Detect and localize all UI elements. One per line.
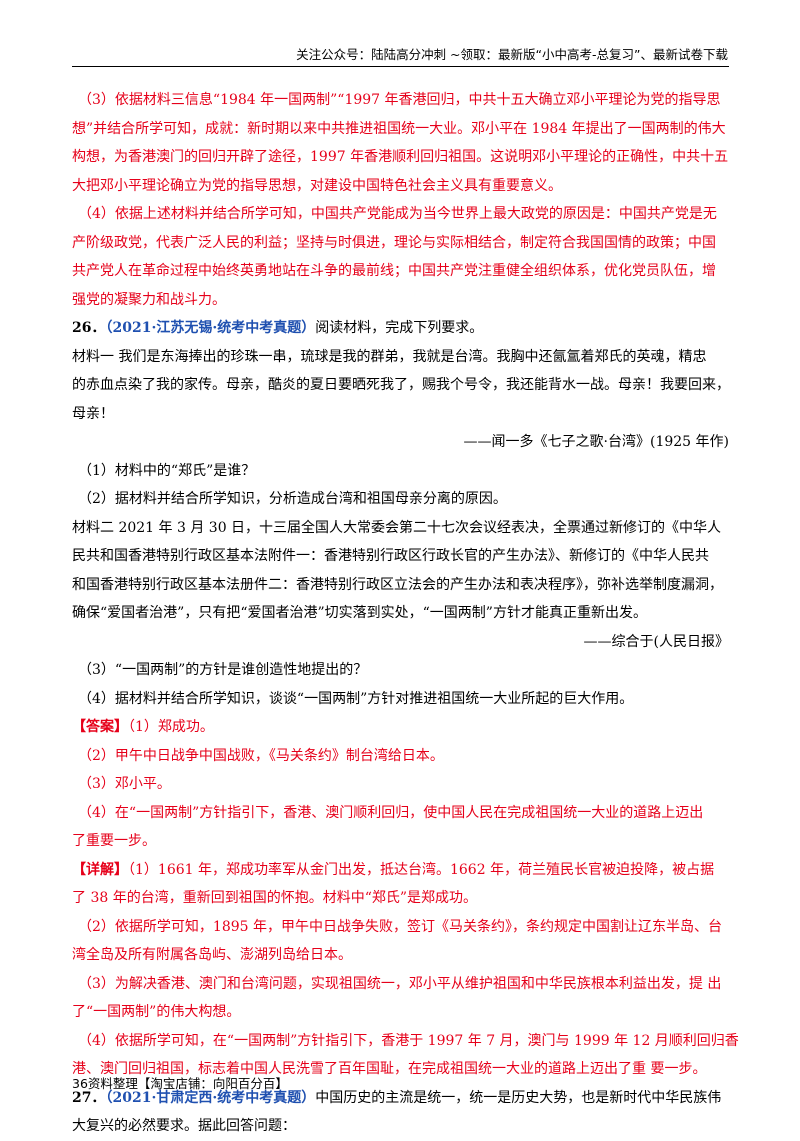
material-source: ——闻一多《七子之歌·台湾》(1925 年作) <box>463 434 729 450</box>
page-header: 关注公众号：陆陆高分冲刺 ~领取：最新版“小中高考-总复习”、最新试卷下载 <box>296 47 728 62</box>
answer-line: （2）甲午中日战争中国战败，《马关条约》制台湾给日本。 <box>78 747 444 764</box>
detail-line: （4）依据所学可知，在“一国两制”方针指引下，香港于 1997 年 7 月，澳门… <box>78 1032 739 1049</box>
answer-line: （4）在“一国两制”方针指引下，香港、澳门顺利回归，使中国人民在完成祖国统一大业… <box>78 804 704 821</box>
material-line: 确保“爱国者治港”，只有把“爱国者治港”切实落到实处，“一国两制”方针才能真正重… <box>72 605 647 621</box>
answer-line: （3）依据材料三信息“1984 年一国两制”“1997 年香港回归，中共十五大确… <box>78 92 721 108</box>
answer-line: 强党的凝聚力和战斗力。 <box>72 291 226 308</box>
detail-block: 【详解】（1）1661 年，郑成功率军从金门出发，抵达台湾。1662 年，荷兰殖… <box>72 856 729 885</box>
question-instruction: 阅读材料，完成下列要求。 <box>315 320 484 336</box>
question-27-heading: 27．（2021·甘肃定西·统考中考真题）中国历史的主流是统一，统一是历史大势，… <box>72 1084 729 1113</box>
answer-line: （3）邓小平。 <box>78 776 171 792</box>
material-line: 民共和国香港特别行政区基本法附件一：香港特别行政区行政长官的产生办法》、新修订的… <box>72 548 709 564</box>
answer-line: 产阶级政党，代表广泛人民的利益；坚持与时俱进，理论与实际相结合，制定符合我国国情… <box>72 234 716 251</box>
answer-line: 构想，为香港澳门的回归开辟了途径，1997 年香港顺利回归祖国。这说明邓小平理论… <box>72 149 729 165</box>
answer-line: 了重要一步。 <box>72 833 156 849</box>
answer-line: 共产党人在革命过程中始终英勇地站在斗争的最前线；中国共产党注重健全组织体系，优化… <box>72 263 716 279</box>
question-text: 中国历史的主流是统一，统一是历史大势，也是新时代中华民族伟 <box>315 1089 722 1106</box>
question-source: （2021·江苏无锡·统考中考真题） <box>105 320 316 336</box>
prev-answer-3: （3）依据材料三信息“1984 年一国两制”“1997 年香港回归，中共十五大确… <box>72 86 729 200</box>
sub-question-3: （3）“一国两制”的方针是谁创造性地提出的？ <box>78 662 368 678</box>
material-source: ——综合于(人民日报》 <box>583 633 729 650</box>
page-footer: 36资料整理【淘宝店铺：向阳百分百】 <box>72 1073 288 1092</box>
question-number: 26． <box>72 320 106 336</box>
document-body: （3）依据材料三信息“1984 年一国两制”“1997 年香港回归，中共十五大确… <box>72 86 739 1141</box>
question-number: 27． <box>72 1089 106 1106</box>
material-line: 母亲！ <box>72 405 114 422</box>
header-divider <box>72 66 729 67</box>
question-source: （2021·甘肃定西·统考中考真题） <box>105 1089 316 1106</box>
material-line: 材料一 我们是东海捧出的珍珠一串，琉球是我的群弟，我就是台湾。我胸中还氤氲着郑氏… <box>72 348 707 365</box>
detail-line: 港、澳门回归祖国，标志着中国人民洗雪了百年国耻，在完成祖国统一大业的道路上迈出了… <box>72 1061 707 1077</box>
answer-block: 【答案】（1）郑成功。 <box>72 713 729 742</box>
detail-label: 【详解】 <box>72 861 128 878</box>
answer-line: 想”并结合所学可知，成就：新时期以来中共推进祖国统一大业。邓小平在 1984 年… <box>72 120 726 137</box>
detail-line: 了“一国两制”的伟大构想。 <box>72 1004 241 1020</box>
sub-question-4: （4）据材料并结合所学知识，谈谈“一国两制”方针对推进祖国统一大业所起的巨大作用… <box>78 690 634 707</box>
answer-line: 大把邓小平理论确立为党的指导思想，对建设中国特色社会主义具有重要意义。 <box>72 177 562 194</box>
answer-line: （1）郑成功。 <box>128 719 214 735</box>
detail-line: （2）依据所学可知，1895 年，甲午中日战争失败，签订《马关条约》，条约规定中… <box>78 918 722 935</box>
question-text: 大复兴的必然要求。据此回答问题： <box>72 1118 296 1134</box>
answer-line: （4）依据上述材料并结合所学可知，中国共产党能成为当今世界上最大政党的原因是：中… <box>78 206 717 222</box>
detail-line: 湾全岛及所有附属各岛屿、澎湖列岛给日本。 <box>72 947 352 963</box>
detail-line: 了 38 年的台湾，重新回到祖国的怀抱。材料中“郑氏”是郑成功。 <box>72 890 478 906</box>
prev-answer-4: （4）依据上述材料并结合所学可知，中国共产党能成为当今世界上最大政党的原因是：中… <box>72 200 729 314</box>
page-number: 36 <box>72 1076 88 1091</box>
material-line: 材料二 2021 年 3 月 30 日，十三届全国人大常委会第二十七次会议经表决… <box>72 519 722 536</box>
footer-text: 资料整理【淘宝店铺：向阳百分百】 <box>87 1076 288 1091</box>
material-line: 的赤血点染了我的家传。母亲，酷炎的夏日要晒死我了，赐我个号令，我还能背水一战。母… <box>72 377 730 393</box>
sub-question-1: （1）材料中的“郑氏”是谁？ <box>78 462 256 479</box>
sub-question-2: （2）据材料并结合所学知识，分析造成台湾和祖国母亲分离的原因。 <box>78 491 507 507</box>
answer-label: 【答案】 <box>72 719 128 735</box>
detail-line: （1）1661 年，郑成功率军从金门出发，抵达台湾。1662 年，荷兰殖民长官被… <box>128 861 715 878</box>
material-line: 和国香港特别行政区基本法册件二：香港特别行政区立法会的产生办法和表决程序》，弥补… <box>72 576 723 593</box>
question-26-heading: 26．（2021·江苏无锡·统考中考真题）阅读材料，完成下列要求。 <box>72 314 729 343</box>
detail-line: （3）为解决香港、澳门和台湾问题，实现祖国统一，邓小平从维护祖国和中华民族根本利… <box>78 975 722 992</box>
